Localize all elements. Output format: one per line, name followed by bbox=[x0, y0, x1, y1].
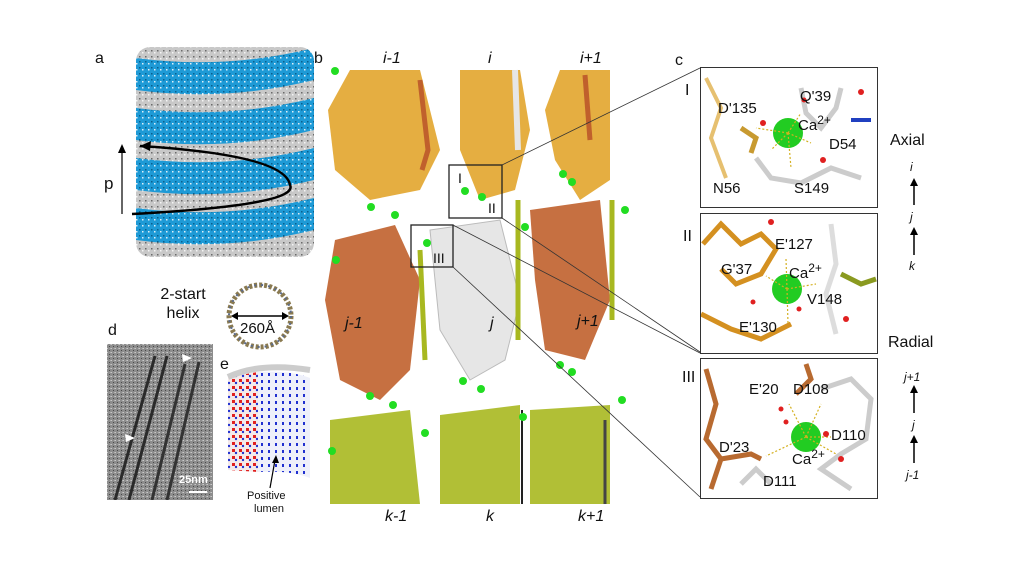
detail-box-III: E'20 D108 D110 D'23 Ca2+ D111 bbox=[700, 358, 878, 499]
detail-roman-III: III bbox=[682, 369, 696, 386]
residue-V148: V148 bbox=[807, 291, 843, 308]
radial-title: Radial bbox=[888, 334, 934, 351]
row-label-j-minus-1: j-1 bbox=[345, 315, 363, 332]
col-label-i-minus-1: i-1 bbox=[383, 50, 401, 67]
panel-c-label: c bbox=[675, 52, 683, 69]
ring-title-line1: 2-start bbox=[160, 286, 206, 303]
residue-Q39: Q'39 bbox=[800, 88, 832, 105]
col-label-i: i bbox=[488, 50, 492, 67]
residue-D108: D108 bbox=[793, 381, 829, 398]
axial-seq-i: i bbox=[910, 160, 913, 174]
axial-seq-k: k bbox=[909, 259, 915, 273]
residue-D110: D110 bbox=[831, 427, 866, 444]
calcium-label-I: Ca2+ bbox=[798, 113, 831, 134]
annotation-lumen: lumen bbox=[254, 503, 284, 515]
panel-a-label: a bbox=[95, 50, 104, 67]
em-micrograph: 25nm bbox=[107, 344, 213, 500]
box-label-II: II bbox=[488, 200, 496, 216]
residue-D135: D'135 bbox=[718, 100, 757, 117]
radial-seq-j-minus-1: j-1 bbox=[906, 468, 920, 482]
detail-box-II: E'127 G'37 Ca2+ V148 E'130 bbox=[700, 213, 878, 354]
panel-b-label: b bbox=[314, 50, 323, 67]
row-label-j: j bbox=[490, 315, 494, 332]
detail-roman-II: II bbox=[683, 228, 692, 245]
panel-e-label: e bbox=[220, 356, 229, 373]
radial-seq-j: j bbox=[912, 418, 915, 432]
residue-E127: E'127 bbox=[775, 236, 813, 253]
annotation-positive: Positive bbox=[247, 490, 286, 502]
row-label-j-plus-1: j+1 bbox=[577, 313, 599, 330]
residue-D23: D'23 bbox=[719, 439, 750, 456]
radial-seq-j-plus-1: j+1 bbox=[904, 370, 921, 384]
residue-S149: S149 bbox=[794, 180, 830, 197]
box-label-I: I bbox=[458, 170, 462, 186]
residue-G37: G'37 bbox=[721, 261, 753, 278]
domain-row-j bbox=[325, 200, 615, 400]
panel-d-label: d bbox=[108, 322, 117, 339]
domain-row-k bbox=[330, 405, 610, 504]
col-label-k: k bbox=[486, 508, 494, 525]
axial-title: Axial bbox=[890, 132, 925, 149]
domain-row-i bbox=[328, 69, 610, 200]
pitch-label: p bbox=[104, 174, 114, 193]
calcium-label-II: Ca2+ bbox=[789, 261, 822, 282]
scale-bar-label: 25nm bbox=[179, 474, 208, 486]
detail-box-I: D'135 Q'39 Ca2+ D54 N56 S149 bbox=[700, 67, 878, 208]
ring-diameter: 260Å bbox=[240, 320, 276, 337]
calcium-label-III: Ca2+ bbox=[792, 447, 825, 468]
calcium-ions bbox=[328, 67, 629, 455]
col-label-k-minus-1: k-1 bbox=[385, 508, 408, 525]
residue-D54: D54 bbox=[829, 136, 857, 153]
residue-E20: E'20 bbox=[749, 381, 779, 398]
box-III bbox=[410, 224, 454, 268]
residue-D111: D111 bbox=[763, 473, 797, 490]
box-label-III: III bbox=[433, 250, 445, 266]
col-label-i-plus-1: i+1 bbox=[580, 50, 602, 67]
detail-roman-I: I bbox=[685, 82, 690, 99]
col-label-k-plus-1: k+1 bbox=[578, 508, 605, 525]
ring-title-line2: helix bbox=[166, 305, 200, 322]
residue-E130: E'130 bbox=[739, 319, 777, 336]
axial-seq-j: j bbox=[910, 210, 913, 224]
residue-N56: N56 bbox=[713, 180, 741, 197]
